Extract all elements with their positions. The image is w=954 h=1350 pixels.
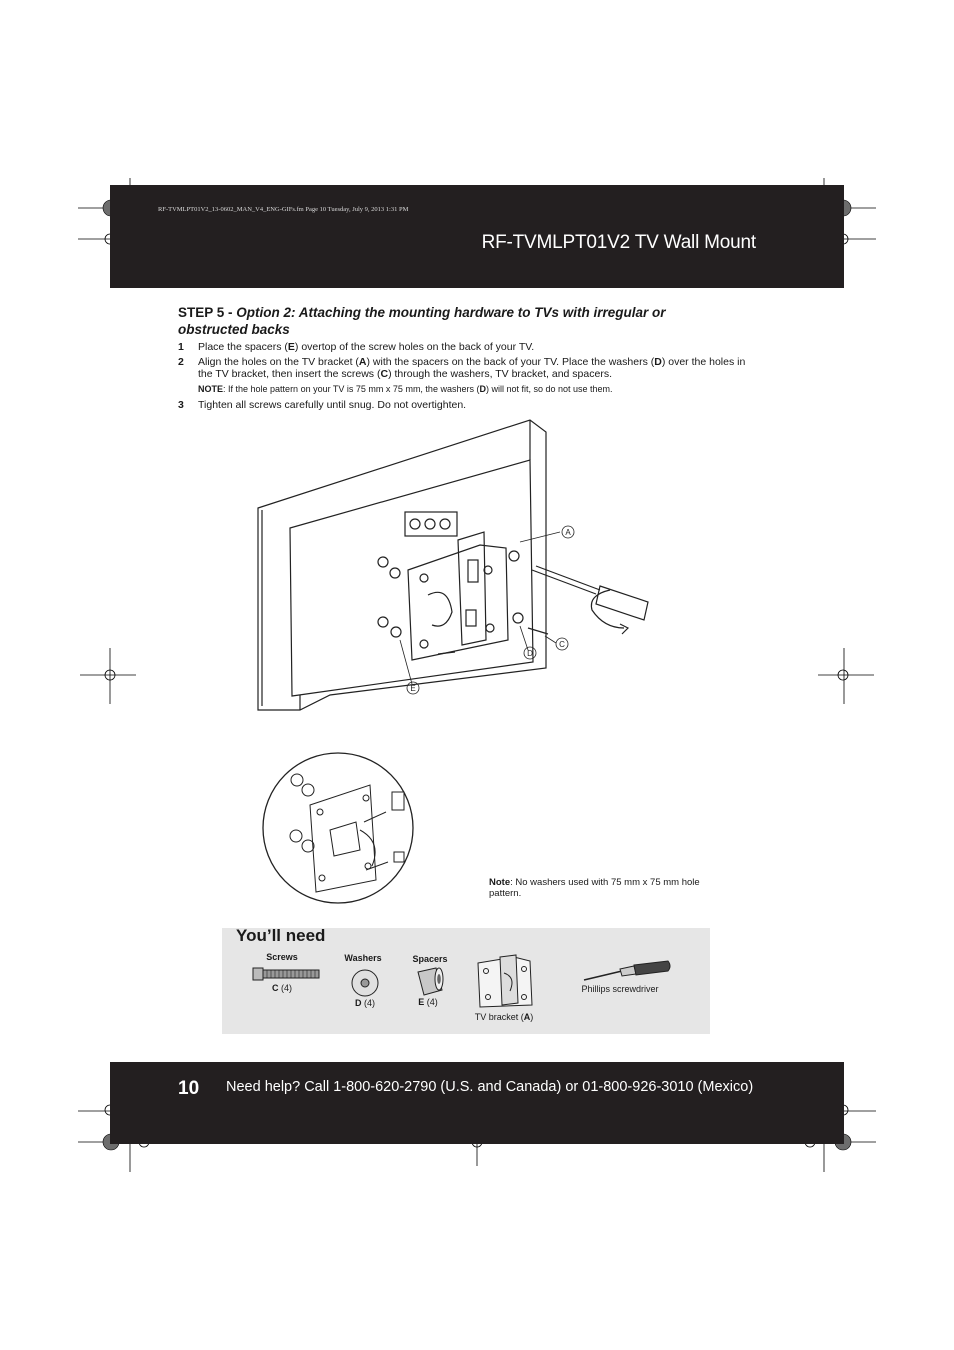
instruction-item: 3 Tighten all screws carefully until snu… — [178, 399, 758, 411]
screws-label: Screws — [266, 952, 298, 962]
part-code: D — [479, 384, 486, 394]
step-title: Option 2: Attaching the mounting hardwar… — [178, 305, 666, 337]
note-text: ) will not fit, so do not use them. — [485, 384, 613, 394]
tv-bracket-label: TV bracket (A) — [458, 1012, 550, 1022]
spacers-label: Spacers — [412, 954, 448, 964]
page-number: 10 — [178, 1078, 200, 1099]
washer-icon — [351, 969, 379, 997]
callout-e: E — [410, 684, 415, 693]
part-name: TV bracket ( — [474, 1012, 524, 1022]
header-bar — [110, 185, 844, 288]
instruction-number: 3 — [178, 399, 184, 411]
screws-count: C (4) — [262, 983, 302, 993]
callout-note-text: : No washers used with 75 mm x 75 mm hol… — [489, 877, 700, 899]
part-quantity: (4) — [424, 997, 438, 1007]
screw-icon — [252, 967, 320, 981]
washers-label: Washers — [344, 953, 382, 963]
part-code: C — [380, 368, 389, 380]
step-heading: STEP 5 - Option 2: Attaching the mountin… — [178, 304, 738, 338]
instruction-text: ) overtop of the screw holes on the back… — [294, 341, 535, 353]
youll-need-panel — [222, 928, 710, 1034]
part-quantity: ) — [530, 1012, 534, 1022]
instruction-text: ) over the holes in the TV bracket, then… — [198, 356, 746, 380]
part-code: E — [418, 997, 425, 1007]
document-title: RF-TVMLPT01V2 TV Wall Mount — [481, 232, 757, 253]
note: NOTE: If the hole pattern on your TV is … — [198, 384, 613, 394]
screwdriver-label: Phillips screwdriver — [581, 984, 659, 994]
instruction-number: 1 — [178, 341, 184, 353]
instruction-text: ) through the washers, TV bracket, and s… — [388, 368, 612, 380]
instruction-text: Align the holes on the TV bracket ( — [198, 356, 359, 368]
part-code: C — [272, 983, 279, 993]
instruction-text: Tighten all screws carefully until snug.… — [198, 399, 467, 411]
callout-a: A — [565, 528, 571, 537]
footer-bar — [110, 1062, 844, 1144]
part-code: A — [358, 356, 367, 368]
part-code: D — [654, 356, 662, 368]
callout-d: D — [527, 649, 533, 658]
instruction-number: 2 — [178, 356, 184, 368]
part-code: E — [287, 341, 295, 353]
callout-note-label: Note — [489, 877, 511, 888]
instruction-item: 1 Place the spacers (E) overtop of the s… — [178, 341, 758, 353]
print-slug: RF-TVMLPT01V2_13-0602_MAN_V4_ENG-GIFs.fm… — [158, 206, 409, 213]
step-label: STEP 5 - — [178, 305, 237, 320]
callout-c: C — [559, 640, 565, 649]
part-quantity: (4) — [278, 983, 292, 993]
youll-need-title: You’ll need — [236, 926, 326, 945]
screwdriver-icon — [583, 960, 671, 981]
part-code: D — [355, 998, 362, 1008]
note-label: NOTE — [198, 384, 224, 394]
part-quantity: (4) — [361, 998, 375, 1008]
spacers-count: E (4) — [408, 997, 448, 1007]
callout-note: Note: No washers used with 75 mm x 75 mm… — [489, 877, 719, 899]
instruction-item: 2 Align the holes on the TV bracket (A) … — [178, 356, 758, 380]
part-code: A — [523, 1012, 531, 1022]
instruction-text: Place the spacers ( — [198, 341, 288, 353]
spacer-icon — [417, 967, 444, 996]
washers-count: D (4) — [345, 998, 385, 1008]
tv-bracket-icon — [477, 954, 533, 1008]
instruction-text: ) with the spacers on the back of your T… — [366, 356, 655, 368]
note-text: : If the hole pattern on your TV is 75 m… — [223, 384, 480, 394]
help-line: Need help? Call 1-800-620-2790 (U.S. and… — [226, 1079, 754, 1095]
